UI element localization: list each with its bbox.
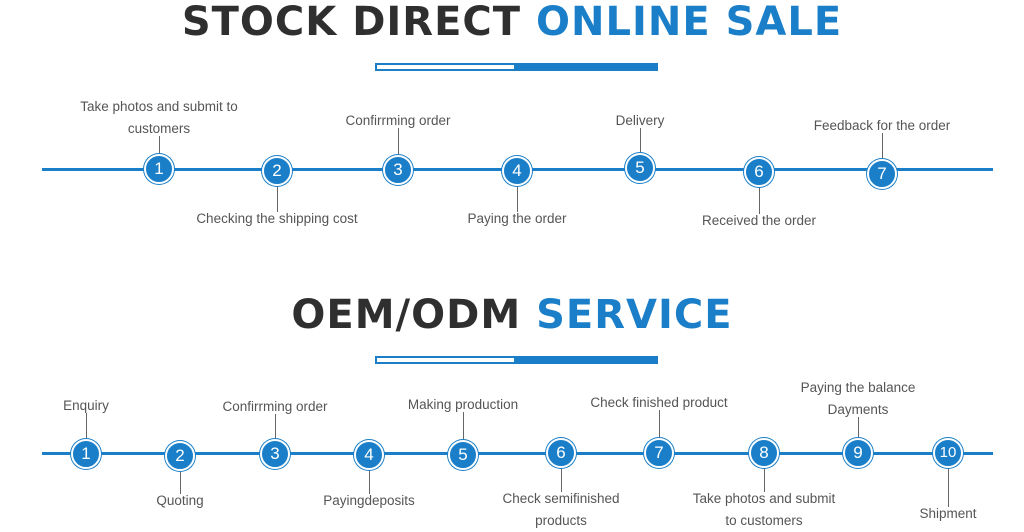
divider-outline-part [375,63,516,71]
step-connector [398,128,399,155]
step-number-circle: 2 [262,156,292,186]
divider-fill-part [516,63,658,71]
step-connector [277,186,278,212]
step-label: Feedback for the order [772,115,992,137]
heading-accent-text: SERVICE [536,292,733,338]
step-label: Confirrming order [165,396,385,418]
step-label-line: Feedback for the order [813,118,951,133]
step-label-line: Confirrming order [222,399,328,414]
step-label-line: Shipment [919,506,977,521]
step-label-line: Confirrming order [345,113,451,128]
step-connector [86,413,87,439]
step-number-circle: 9 [843,438,873,468]
step-label: Payingdeposits [259,490,479,512]
step-number-circle: 4 [354,440,384,470]
step-label-line: Take photos and submit to [80,99,238,114]
step-label-line: Checking the shipping cost [196,211,358,226]
oem-odm-heading: OEM/ODM SERVICE [0,293,1024,337]
step-label: Checking the shipping cost [167,208,387,230]
step-number-circle: 7 [867,159,897,189]
step-label: Confirrming order [288,110,508,132]
oem-timeline-line [42,452,993,455]
step-connector [275,414,276,439]
step-label-line: Delivery [615,113,665,128]
step-connector [159,136,160,154]
heading-dark-text: STOCK DIRECT [181,0,522,45]
step-label: Paying the order [407,208,627,230]
step-label: Take photos and submit to customers [49,96,269,140]
heading-accent-text: ONLINE SALE [536,0,843,45]
step-number-circle: 1 [71,439,101,469]
step-connector [640,128,641,153]
step-number-circle: 3 [383,155,413,185]
step-connector [858,417,859,438]
step-connector [369,470,370,494]
step-number-circle: 10 [933,438,963,468]
step-number-circle: 1 [144,154,174,184]
step-label-line: Payingdeposits [323,493,415,508]
step-label-line: Paying the balance [800,380,916,395]
step-label: Take photos and submit to customers [654,488,874,532]
step-connector [759,187,760,214]
step-connector [463,412,464,440]
step-label: Received the order [649,210,869,232]
step-connector [180,471,181,494]
step-connector [882,133,883,159]
heading-divider [375,63,658,71]
step-number-circle: 4 [502,156,532,186]
step-label-line: Received the order [701,213,817,228]
step-label-line: Enquiry [63,398,109,413]
step-label: Check finished product [549,392,769,414]
step-label-line: to customers [725,513,803,528]
step-label-line: Dayments [827,402,889,417]
step-number-circle: 5 [625,153,655,183]
step-connector [948,468,949,507]
step-number-circle: 6 [744,157,774,187]
step-label: Delivery [530,110,750,132]
step-label: Check semifinished products [451,488,671,532]
step-connector [764,468,765,492]
step-label-line: Paying the order [467,211,567,226]
step-label-line: Check finished product [590,395,728,410]
step-label-line: products [535,513,587,528]
divider-outline-part [375,356,516,364]
step-label-line: Making production [407,397,519,412]
step-number-circle: 8 [749,438,779,468]
step-label: Shipment [838,503,1024,525]
step-label-line: Quoting [156,493,204,508]
step-number-circle: 3 [260,439,290,469]
step-label-line: customers [127,121,191,136]
heading-divider [375,356,658,364]
heading-dark-text: OEM/ODM [291,292,522,338]
step-label: Enquiry [0,395,196,417]
step-connector [561,468,562,492]
step-label-line: Take photos and submit [692,491,836,506]
divider-fill-part [516,356,658,364]
step-number-circle: 7 [644,438,674,468]
step-connector [517,186,518,212]
step-number-circle: 2 [165,441,195,471]
step-number-circle: 5 [448,440,478,470]
stock-direct-heading: STOCK DIRECT ONLINE SALE [0,0,1024,44]
step-number-circle: 6 [546,438,576,468]
step-label: Quoting [70,490,290,512]
step-label: Making production [353,394,573,416]
step-label-line: Check semifinished [502,491,620,506]
step-connector [659,410,660,438]
